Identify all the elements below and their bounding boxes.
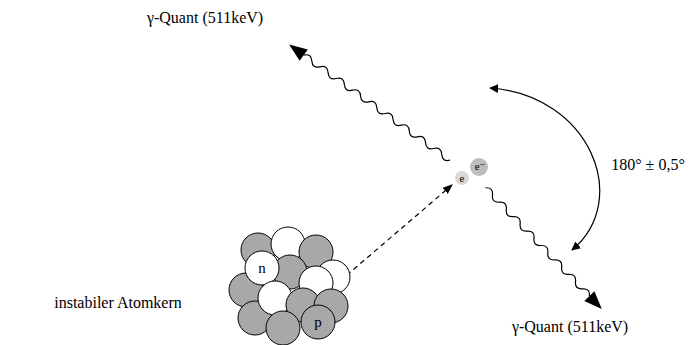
nucleus (229, 227, 350, 345)
positron (455, 171, 469, 185)
positron-label: e (460, 173, 465, 184)
angle-arc (490, 88, 600, 250)
gamma-wave (285, 39, 454, 166)
angle-label: 180° ± 0,5° (611, 157, 685, 173)
gamma-label: γ-Quant (511keV) (147, 10, 263, 26)
electron (470, 158, 488, 176)
gamma-label: γ-Quant (511keV) (512, 319, 628, 335)
gamma-wave (480, 183, 606, 314)
electron-label: e⁻ (475, 161, 486, 172)
positron-path (333, 185, 452, 287)
proton-label: p (314, 315, 322, 330)
neutron-label: n (258, 261, 266, 276)
nucleus-label: instabiler Atomkern (54, 295, 182, 311)
